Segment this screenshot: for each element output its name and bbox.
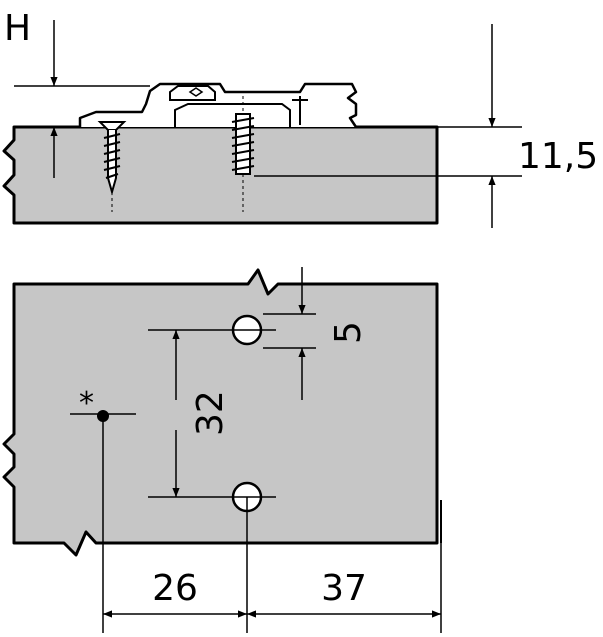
side-view: H 11,5 bbox=[2, 8, 598, 228]
dim-left-label: 26 bbox=[152, 568, 198, 609]
top-view: 32 5 * 26 37 bbox=[2, 267, 442, 633]
plate-height-label: 11,5 bbox=[518, 136, 598, 177]
euro-screw bbox=[231, 96, 255, 212]
h-dimension bbox=[14, 20, 150, 178]
hole-offset-label: 5 bbox=[328, 321, 369, 344]
top-panel bbox=[2, 268, 439, 557]
height-label: H bbox=[4, 8, 31, 49]
hole-spacing-dimension bbox=[148, 329, 276, 498]
plate-height-dimension bbox=[254, 24, 522, 228]
plate-profile bbox=[78, 82, 358, 128]
side-panel bbox=[2, 125, 439, 225]
reference-marker: * bbox=[79, 386, 94, 421]
hole-offset-dimension bbox=[263, 267, 316, 400]
dim-right-label: 37 bbox=[321, 568, 367, 609]
horizontal-dimensions bbox=[102, 416, 442, 633]
plate-inner bbox=[174, 103, 291, 127]
wood-screw bbox=[97, 121, 127, 212]
hole-spacing-label: 32 bbox=[190, 390, 231, 436]
